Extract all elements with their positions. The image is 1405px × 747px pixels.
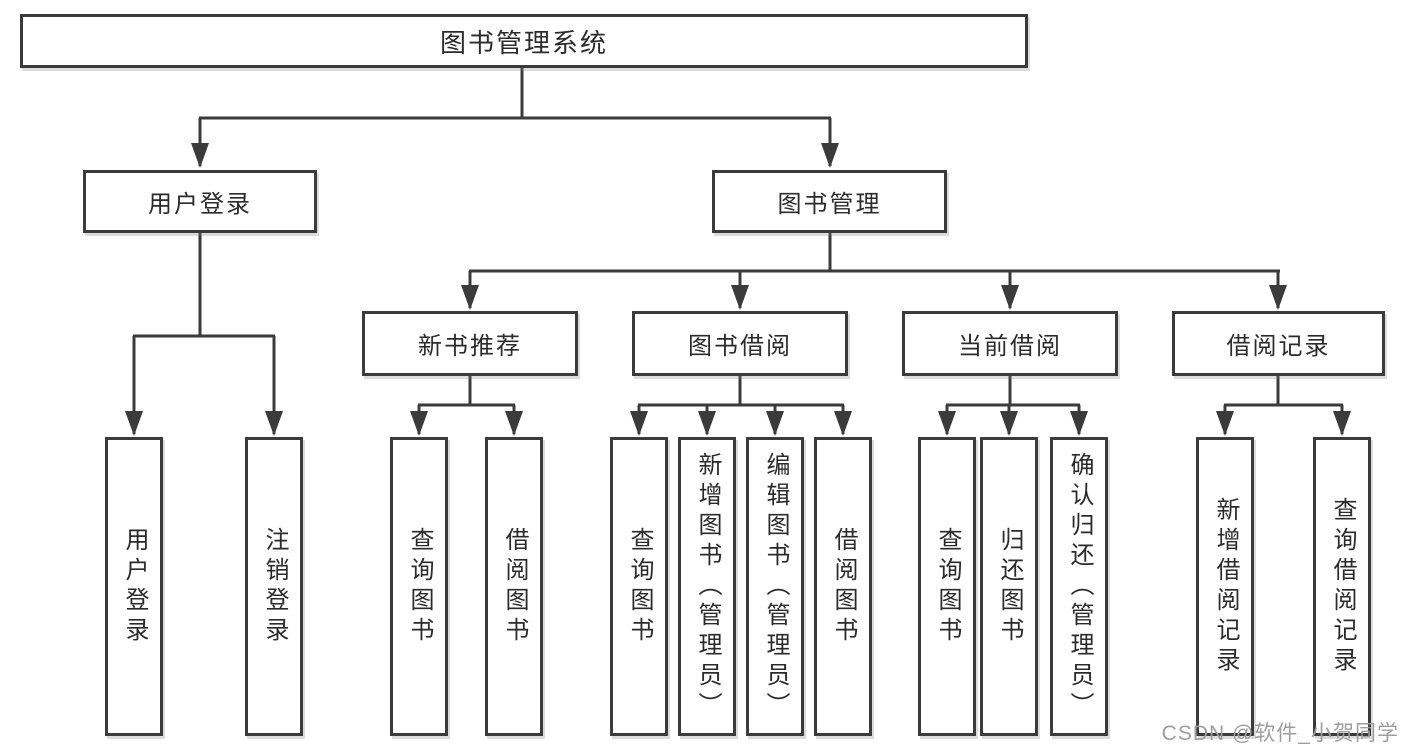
leaf-query-books-recommend-label: 查询图书 [406,526,433,647]
leaf-confirm-return-admin-label: 确认归还（管理员） [1066,451,1093,722]
leaf-query-books-borrow: 查询图书 [610,437,668,736]
leaf-add-book-admin: 新增图书（管理员） [678,437,736,736]
node-new-book-recommend: 新书推荐 [362,311,578,376]
leaf-query-books-borrow-label: 查询图书 [626,526,653,647]
leaf-add-borrow-record: 新增借阅记录 [1196,437,1254,736]
leaf-logout: 注销登录 [245,437,303,736]
leaf-add-borrow-record-label: 新增借阅记录 [1212,496,1239,677]
leaf-return-book: 归还图书 [980,437,1038,736]
leaf-borrow-books-recommend: 借阅图书 [485,437,543,736]
connector-borrow-records [1216,376,1351,436]
connector-book-borrow [630,376,852,436]
leaf-query-books-current: 查询图书 [918,437,976,736]
leaf-query-borrow-record-label: 查询借阅记录 [1329,496,1356,677]
leaf-query-books-current-label: 查询图书 [934,526,961,647]
node-borrow-records: 借阅记录 [1172,311,1385,376]
node-user-login: 用户登录 [83,170,317,233]
leaf-edit-book-admin: 编辑图书（管理员） [746,437,804,736]
node-book-management: 图书管理 [712,170,947,233]
node-book-borrow-label: 图书借阅 [688,333,792,360]
leaf-borrow-books-recommend-label: 借阅图书 [501,526,528,647]
leaf-query-books-recommend: 查询图书 [390,437,448,736]
leaf-add-book-admin-label: 新增图书（管理员） [694,451,721,722]
node-current-borrow-label: 当前借阅 [958,333,1062,360]
node-book-management-label: 图书管理 [777,191,882,218]
node-root: 图书管理系统 [20,14,1028,68]
leaf-borrow-books-label: 借阅图书 [830,526,857,647]
node-user-login-label: 用户登录 [148,191,252,218]
watermark-text: CSDN @软件_小贺同学 [1161,722,1399,745]
leaf-user-login: 用户登录 [105,437,163,736]
leaf-borrow-books: 借阅图书 [814,437,872,736]
connector-new-book-recommend [410,376,523,436]
node-book-borrow: 图书借阅 [632,311,848,376]
node-new-book-recommend-label: 新书推荐 [418,333,522,360]
leaf-return-book-label: 归还图书 [996,526,1023,647]
node-root-label: 图书管理系统 [439,27,608,58]
leaf-edit-book-admin-label: 编辑图书（管理员） [762,451,789,722]
connector-book-management [461,233,1287,310]
connector-root [191,68,839,168]
leaf-logout-label: 注销登录 [261,526,288,647]
node-current-borrow: 当前借阅 [902,311,1118,376]
leaf-query-borrow-record: 查询借阅记录 [1313,437,1371,736]
leaf-user-login-label: 用户登录 [121,526,148,647]
connector-current-borrow [938,376,1088,436]
leaf-confirm-return-admin: 确认归还（管理员） [1050,437,1108,736]
connector-user-login [125,233,283,436]
node-borrow-records-label: 借阅记录 [1226,333,1331,360]
